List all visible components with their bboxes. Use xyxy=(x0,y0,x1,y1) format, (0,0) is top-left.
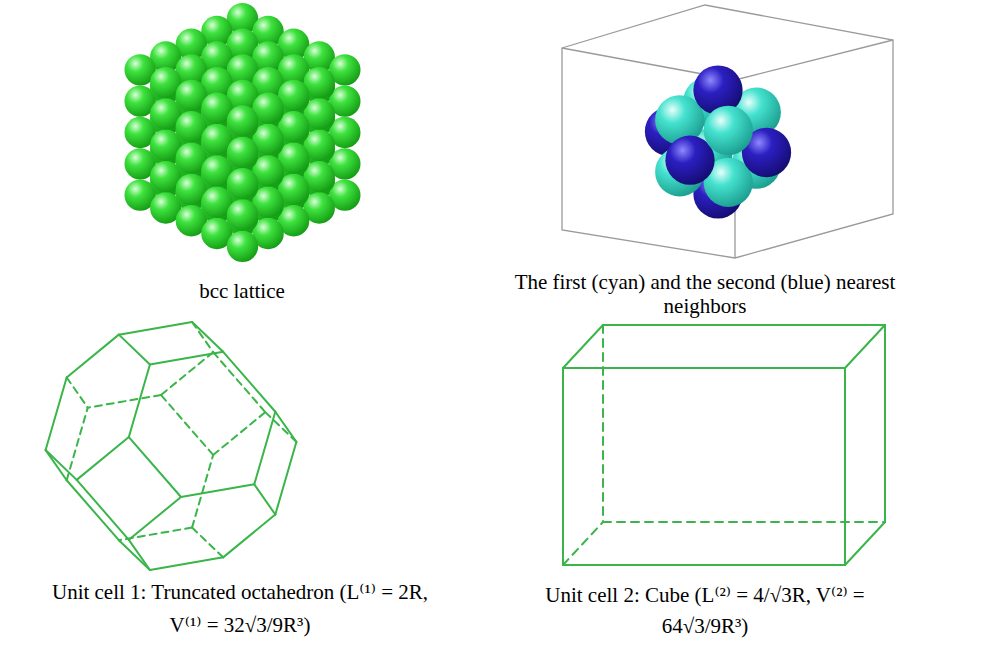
hidden-edge xyxy=(213,412,265,455)
visible-edge xyxy=(46,450,77,480)
visible-edge xyxy=(129,497,181,540)
lattice-atom xyxy=(227,168,258,199)
hidden-edge xyxy=(67,377,88,407)
visible-edge xyxy=(46,450,67,480)
neighbor-spheres xyxy=(645,65,791,218)
hidden-edge xyxy=(67,408,88,481)
hidden-edge xyxy=(213,352,265,412)
cube-edge xyxy=(603,324,885,326)
visible-edge xyxy=(77,480,129,540)
visible-edge xyxy=(223,352,275,412)
first-neighbor-atom xyxy=(704,106,753,155)
cube-edge xyxy=(884,325,886,522)
hidden-edge xyxy=(192,322,213,352)
visible-edge xyxy=(192,322,223,352)
visible-edge xyxy=(46,377,67,450)
cube-edge xyxy=(845,325,885,368)
hidden-edge xyxy=(602,325,604,522)
panel-caption: Unit cell 2: Cube (L⁽²⁾ = 4/√3R, V⁽²⁾ = … xyxy=(520,580,890,642)
visible-edge xyxy=(254,484,275,514)
visible-edge xyxy=(275,412,296,442)
visible-edge xyxy=(67,335,119,378)
visible-edge xyxy=(67,480,119,540)
visible-edge xyxy=(275,442,296,515)
visible-edge xyxy=(119,322,192,335)
visible-edge xyxy=(119,335,150,365)
cube-edge xyxy=(735,40,893,80)
hidden-edge xyxy=(603,521,885,523)
lattice-atom xyxy=(227,231,258,262)
visible-edge xyxy=(129,437,181,497)
visible-edge xyxy=(119,540,150,570)
lattice-atom xyxy=(227,137,258,168)
neighbor-cube-wireframe xyxy=(562,5,893,258)
visible-edge xyxy=(254,412,275,485)
visible-edge xyxy=(150,557,223,570)
visible-edge xyxy=(77,437,129,480)
panel-caption: Unit cell 1: Truncated octahedron (L⁽¹⁾ … xyxy=(40,576,440,642)
cube-edge xyxy=(563,325,603,368)
cube-edge xyxy=(845,522,885,565)
hidden-edge xyxy=(563,522,603,565)
lattice-atom xyxy=(227,199,258,230)
lattice-atom xyxy=(227,105,258,136)
visible-edge xyxy=(129,364,150,437)
truncated-octahedron xyxy=(46,322,297,570)
cube-outline xyxy=(562,5,893,258)
panel-caption: bcc lattice xyxy=(92,278,392,304)
hidden-edge xyxy=(192,528,223,558)
cube-unit-cell xyxy=(563,325,885,565)
visible-edge xyxy=(223,515,275,558)
visible-edge xyxy=(181,484,254,497)
hidden-edge xyxy=(88,395,161,408)
panel-caption: The first (cyan) and the second (blue) n… xyxy=(505,270,905,318)
bcc-lattice-spheres xyxy=(125,3,361,262)
hidden-edge xyxy=(161,395,213,455)
visible-edge xyxy=(150,352,223,365)
front-face xyxy=(563,368,845,565)
visible-edge xyxy=(129,540,150,570)
